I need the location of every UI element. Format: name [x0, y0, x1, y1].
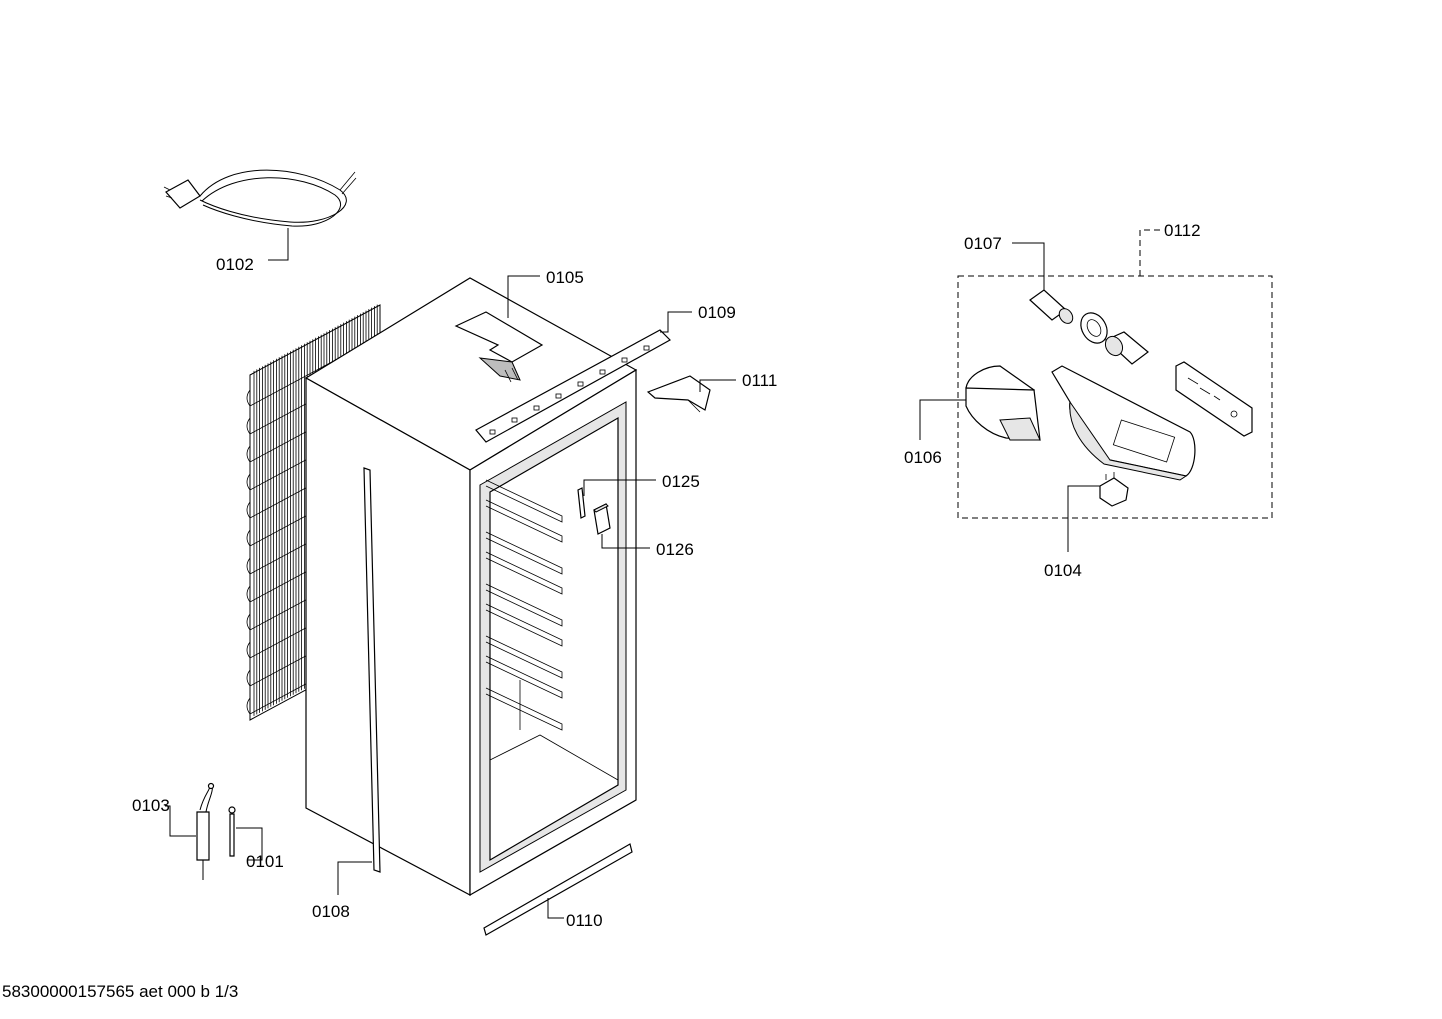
- rail-hole: [533, 405, 540, 411]
- coil-tube: [246, 475, 381, 547]
- light-housing: [1051, 365, 1196, 481]
- leader-0104: [1067, 485, 1100, 552]
- cover-0126: [593, 503, 611, 535]
- leader-0109: [660, 311, 692, 333]
- leader-0110: [547, 898, 564, 919]
- label-0104: 0104: [1044, 561, 1082, 580]
- label-0102: 0102: [216, 255, 254, 274]
- probe-0101: [228, 806, 236, 857]
- shelf-rail: [485, 499, 563, 543]
- shelf-rail: [485, 687, 563, 731]
- coil-tube: [246, 615, 381, 687]
- coil-tube: [246, 587, 381, 659]
- label-0108: 0108: [312, 902, 350, 921]
- label-0112: 0112: [1164, 221, 1201, 240]
- leader-0111: [699, 379, 736, 392]
- shelf-rails: [485, 479, 563, 731]
- shelf-rail: [485, 479, 563, 523]
- leader-0102: [268, 228, 289, 261]
- connector-0104: [1099, 472, 1129, 507]
- coil-tube: [246, 643, 381, 715]
- leader-0105: [507, 275, 540, 318]
- lamp-socket: [1104, 331, 1149, 365]
- coil-tube: [246, 447, 381, 519]
- side-strip-0108: [363, 467, 381, 873]
- rail-hole: [555, 393, 562, 399]
- coil-tube: [246, 419, 381, 491]
- rail-hole: [511, 417, 518, 423]
- shelf-rail: [485, 551, 563, 595]
- coil-tube: [246, 559, 381, 631]
- shelf-rail: [485, 655, 563, 699]
- sensor-clip-0125: [577, 487, 586, 519]
- coil-tube: [246, 531, 381, 603]
- label-0105: 0105: [546, 268, 584, 287]
- leader-0107: [1012, 242, 1045, 290]
- bracket-0111: [646, 375, 711, 413]
- leader-0103: [165, 805, 196, 837]
- label-0126: 0126: [656, 540, 694, 559]
- footer-reference: 58300000157565 aet 000 b 1/3: [2, 982, 238, 1001]
- leader-0108: [337, 861, 372, 895]
- shelf-rail: [485, 583, 563, 627]
- label-0110: 0110: [566, 911, 603, 930]
- leader-0126: [601, 534, 650, 549]
- coil-tube: [246, 335, 381, 407]
- shelf-rail: [485, 603, 563, 647]
- label-0101: 0101: [246, 852, 284, 871]
- leader-0112: [1139, 229, 1160, 276]
- label-0109: 0109: [698, 303, 736, 322]
- top-rail-0109: [475, 329, 671, 443]
- label-0125: 0125: [662, 472, 700, 491]
- shelf-rail: [485, 531, 563, 575]
- label-0111: 0111: [742, 371, 777, 390]
- sensor-0103: [196, 782, 215, 880]
- cabinet-body: [304, 277, 638, 897]
- lamp-ring: [1080, 312, 1108, 344]
- rail-hole: [643, 345, 650, 351]
- coil-tube: [246, 503, 381, 575]
- rail-hole: [621, 357, 628, 363]
- leader-0125: [583, 479, 656, 496]
- leader-0106: [919, 399, 966, 440]
- lamp-cover-0106: [965, 365, 1041, 441]
- rail-hole: [489, 429, 496, 435]
- leader-0101: [236, 827, 263, 861]
- assembly-box-0112: [957, 275, 1273, 519]
- coil-tube: [246, 391, 381, 463]
- control-panel: [1175, 361, 1253, 437]
- power-cord-0102: [163, 169, 357, 227]
- label-0106: 0106: [904, 448, 942, 467]
- rail-hole: [599, 369, 606, 375]
- rail-hole: [577, 381, 584, 387]
- coil-tube: [246, 363, 381, 435]
- shelf-rail: [485, 635, 563, 679]
- control-board-0105: [454, 311, 544, 383]
- bottom-strip-0110: [483, 843, 633, 936]
- label-0107: 0107: [964, 234, 1002, 253]
- label-0103: 0103: [132, 796, 170, 815]
- lamp-0107: [1029, 289, 1074, 324]
